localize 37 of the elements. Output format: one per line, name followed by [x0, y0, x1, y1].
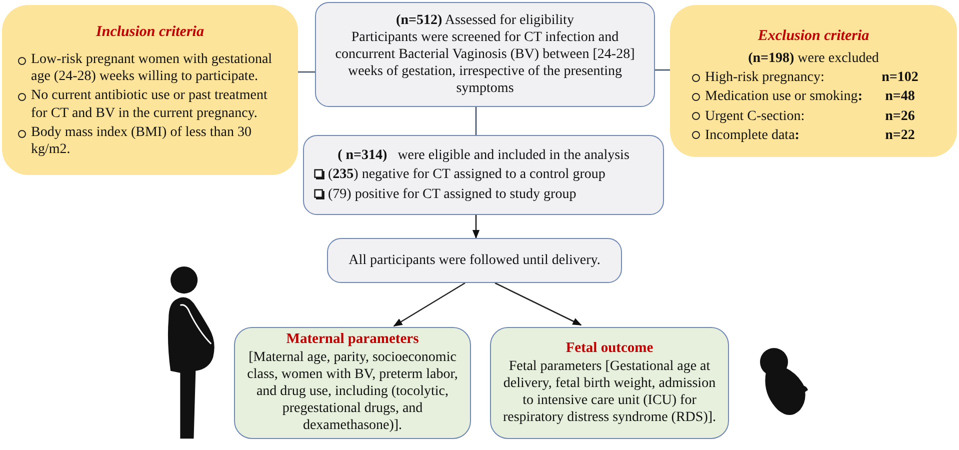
process-box: [315, 2, 655, 107]
connector-line: [475, 107, 477, 135]
count-text: n=102: [880, 69, 920, 86]
criterion-text: High-risk pregnancy:: [705, 69, 826, 86]
box-text: All participants were followed until delivery.: [348, 252, 602, 270]
connector-line: [298, 71, 315, 73]
criterion-text: Urgent C-section:: [705, 108, 806, 125]
criterion-text: Low-risk pregnant women with gestational age (24-28) weeks willing to participate.: [31, 51, 274, 86]
exclusion-summary: (n=198) were excluded: [747, 50, 880, 68]
process-box: [490, 327, 729, 439]
criteria-box: [2, 5, 298, 175]
group-text: (79) positive for CT assigned to study group: [328, 186, 576, 203]
process-box: [303, 135, 664, 215]
process-box: [327, 238, 622, 283]
criterion-text: Medication use or smoking:: [705, 88, 864, 106]
arrow: [494, 282, 582, 326]
count-text: n=26: [884, 108, 916, 125]
count-text: n=22: [884, 126, 916, 144]
box-text: Fetal parameters [Gestational age at delivery, fetal birth weight, admission to intensive care unit (ICU) for respiratory distress syndrome (RDS)].: [502, 358, 718, 426]
group-text: (235) negative for CT assigned to a control group: [328, 166, 606, 184]
criterion-text: Incomplete data:: [705, 126, 800, 144]
box-text: Participants were screened for CT infection and concurrent Bacterial Vaginosis (BV) between [24-28] weeks of gestation, irrespective of the presenting symptoms: [334, 28, 636, 98]
box-text: [Maternal age, parity, socioeconomic class, women with BV, preterm labor, and drug use, including (tocolytic, pregestational drugs, and dexamethasone)].: [246, 349, 459, 435]
criterion-text: No current antibiotic use or past treatment for CT and BV in the current pregnancy.: [31, 87, 268, 122]
arrow: [393, 282, 466, 327]
box-text: (n=512) Assessed for eligibility: [395, 12, 575, 29]
process-box: [234, 327, 471, 439]
box-heading: Fetal outcome: [564, 340, 654, 358]
criterion-text: Body mass index (BMI) of less than 30 kg/m2.: [31, 124, 252, 158]
arrow: [472, 215, 480, 239]
count-text: n=48: [884, 88, 916, 106]
box-heading: Maternal parameters: [285, 331, 420, 350]
connector-line: [655, 69, 670, 71]
criteria-box: [670, 5, 957, 157]
box-text: ( n=314) were eligible and included in the analysis: [336, 147, 630, 164]
box-heading: Exclusion criteria: [756, 27, 870, 46]
box-heading: Inclusion criteria: [94, 23, 205, 42]
